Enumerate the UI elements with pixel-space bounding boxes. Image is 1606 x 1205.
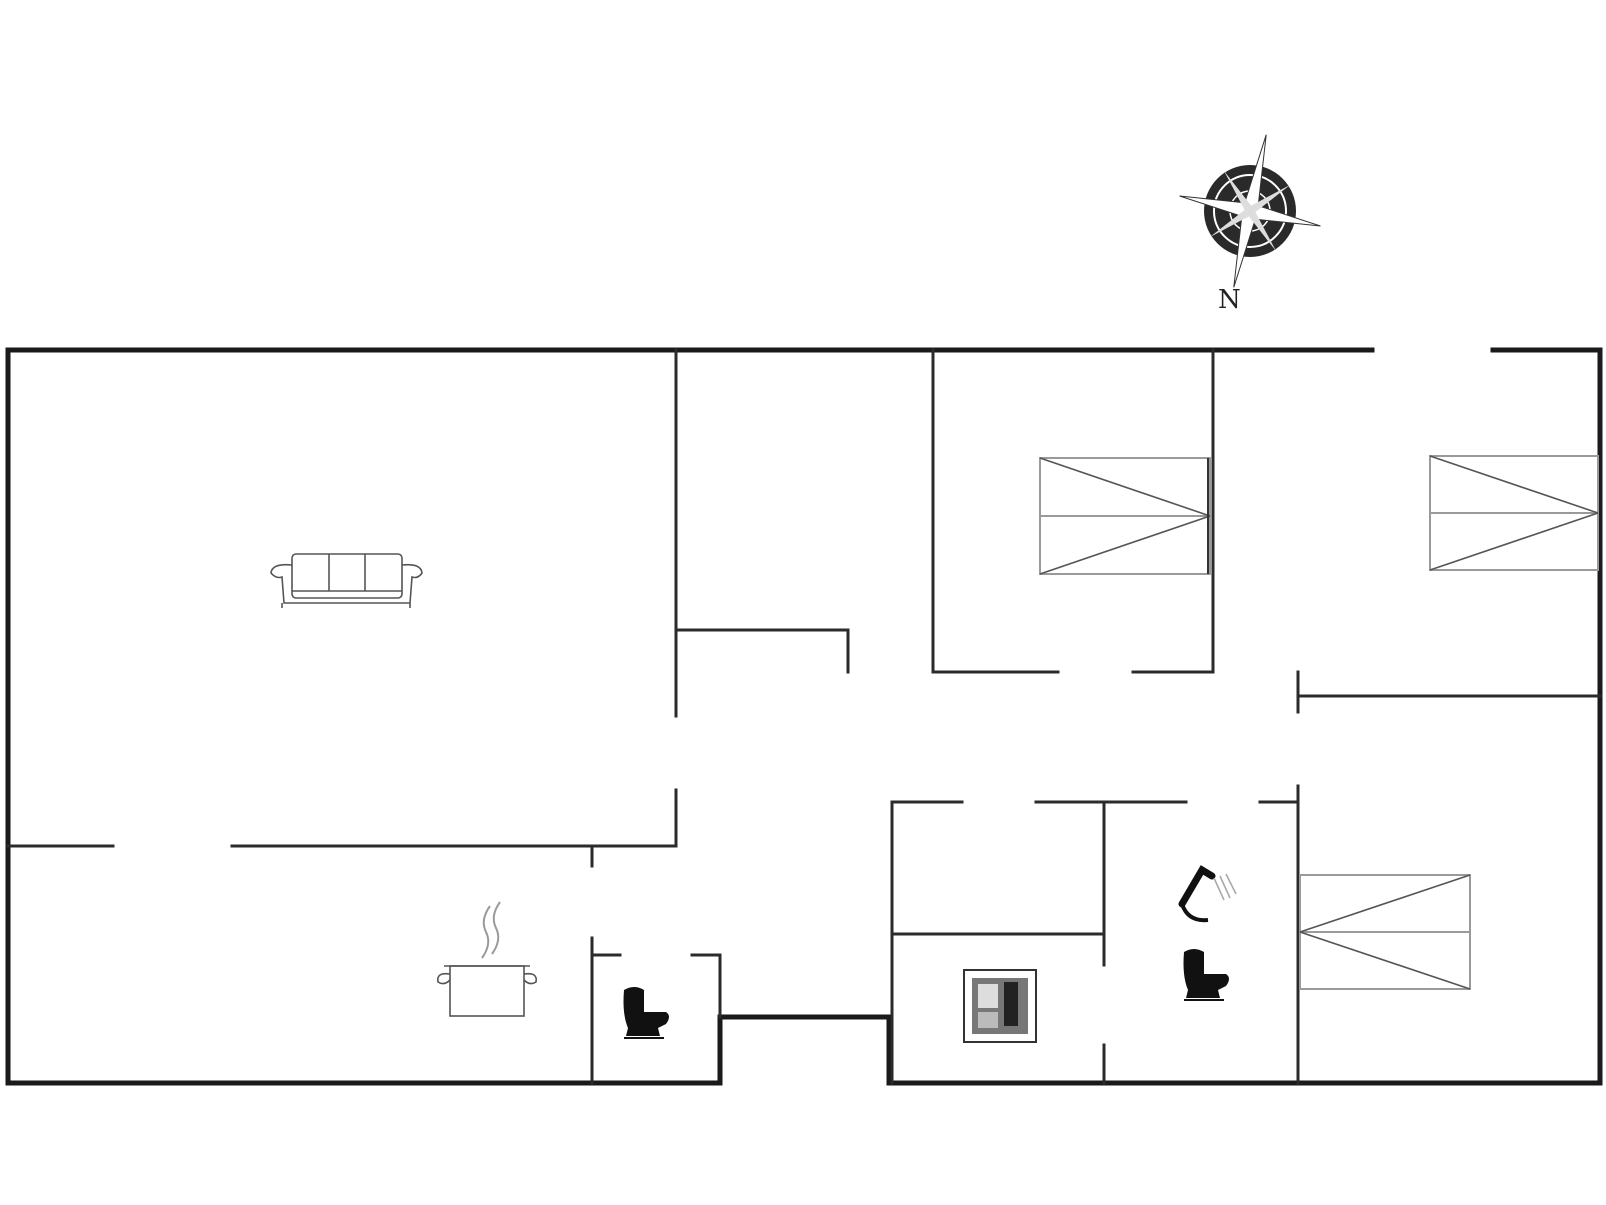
shower-icon [1178, 865, 1237, 923]
sofa-icon [270, 553, 423, 608]
outer-walls [5, 347, 1603, 1086]
interior-walls [6, 348, 1602, 1085]
bed-icon [1039, 457, 1211, 575]
compass-north-label: N [1218, 285, 1241, 315]
bed-icon [1429, 455, 1599, 571]
cooking-pot-icon [436, 901, 538, 1017]
compass-rose-icon [1179, 134, 1321, 288]
toilet-icon [1183, 949, 1229, 1001]
toilet-icon [623, 987, 669, 1039]
washer-icon [963, 969, 1037, 1043]
bed-icon [1299, 874, 1471, 990]
